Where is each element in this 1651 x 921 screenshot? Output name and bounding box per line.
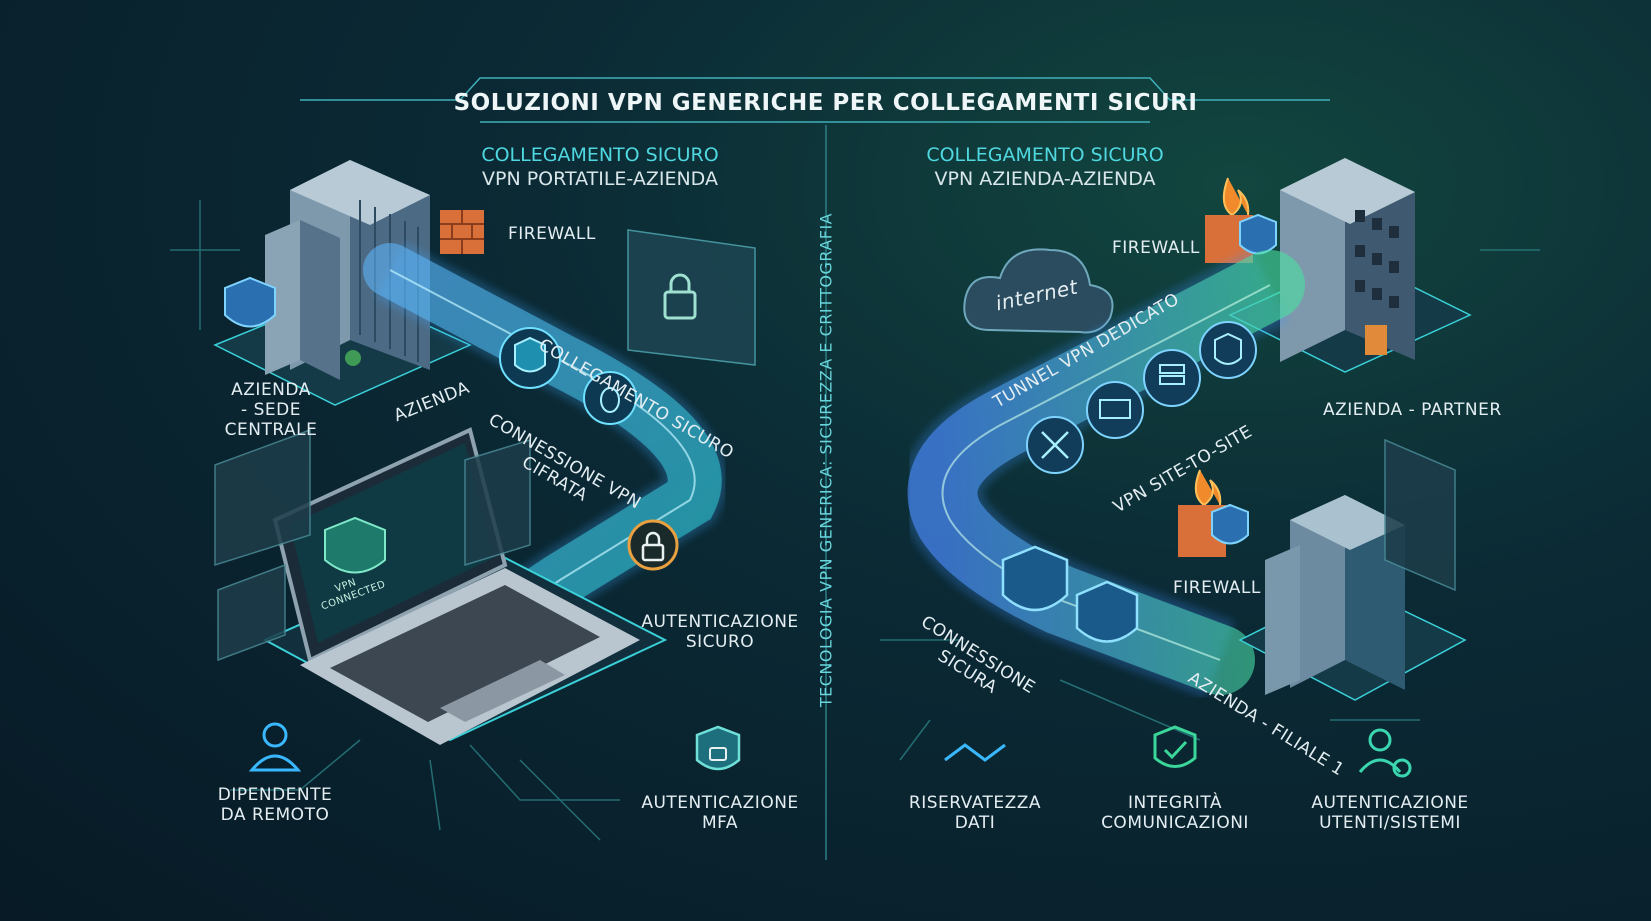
riservatezza-label: RISERVATEZZA DATI — [905, 793, 1045, 833]
right-subtitle: COLLEGAMENTO SICURO VPN AZIENDA-AZIENDA — [880, 143, 1210, 191]
shield-fire-badge-right — [1001, 545, 1069, 612]
firewall-icon-left — [440, 210, 484, 254]
left-subtitle-line2: VPN PORTATILE-AZIENDA — [482, 168, 718, 190]
lock-badge-tube — [627, 519, 679, 571]
auth-label-right: AUTENTICAZIONE UTENTI/SISTEMI — [1305, 793, 1475, 833]
right-subtitle-line2: VPN AZIENDA-AZIENDA — [934, 168, 1156, 190]
handshake-icon — [944, 743, 1006, 762]
vertical-divider-label: TECNOLOGIA VPN GENERICA: SICUREZZA E CRI… — [816, 212, 836, 708]
riservatezza-line2: DATI — [954, 813, 996, 833]
firewall-icon-right-top — [1205, 177, 1277, 263]
hq-building-illustration — [213, 160, 472, 406]
firewall-label-right-bottom: FIREWALL — [1173, 578, 1261, 598]
auth-left-line1: AUTENTICAZIONE — [641, 612, 799, 632]
shield-icon-hq — [224, 276, 276, 328]
shield-check-icon — [1153, 725, 1197, 768]
lock-shield-badge — [1199, 321, 1257, 379]
circuit-lines-right — [880, 249, 1540, 761]
auth-left-line2: SICURO — [685, 632, 755, 652]
partner-label: AZIENDA - PARTNER — [1323, 400, 1502, 420]
integrita-line2: COMUNICAZIONI — [1101, 813, 1249, 833]
title-frame — [300, 77, 1330, 123]
shield-tools-badge — [1075, 580, 1139, 643]
partner-building — [1228, 158, 1472, 373]
laptop-illustration — [262, 427, 668, 745]
hq-label-line1: AZIENDA — [231, 380, 311, 400]
auth-right-line2: UTENTI/SISTEMI — [1319, 813, 1461, 833]
remote-line1: DIPENDENTE — [217, 785, 333, 805]
firewall-icon-right-bottom — [1178, 469, 1249, 557]
hq-label-line2: - SEDE CENTRALE — [224, 400, 318, 440]
user-panel-right — [1384, 438, 1456, 592]
lock-panel-left — [627, 229, 756, 366]
hq-label: AZIENDA - SEDE CENTRALE — [196, 380, 346, 440]
mfa-label: AUTENTICAZIONE MFA — [640, 793, 800, 833]
code-panel-left — [214, 428, 531, 662]
internet-cloud-icon — [963, 248, 1114, 334]
integrita-line1: INTEGRITÀ — [1127, 793, 1223, 813]
firewall-label-left: FIREWALL — [508, 224, 596, 244]
shield-lock-icon-mfa — [695, 725, 741, 771]
right-subtitle-line1: COLLEGAMENTO SICURO — [926, 144, 1164, 166]
network-badge — [1086, 381, 1144, 439]
mfa-line1: AUTENTICAZIONE — [641, 793, 799, 813]
integrita-label: INTEGRITÀ COMUNICAZIONI — [1090, 793, 1260, 833]
left-subtitle-line1: COLLEGAMENTO SICURO — [481, 144, 719, 166]
user-icon-remote — [248, 722, 302, 772]
mfa-line2: MFA — [701, 813, 738, 833]
shield-fire-badge — [499, 327, 561, 389]
auth-right-line1: AUTENTICAZIONE — [1311, 793, 1469, 813]
expand-arrows-badge — [1026, 416, 1084, 474]
user-check-icon — [1358, 728, 1412, 778]
page-title: SOLUZIONI VPN GENERICHE PER COLLEGAMENTI… — [453, 90, 1198, 116]
remote-employee-label: DIPENDENTE DA REMOTO — [205, 785, 345, 825]
vpn-tube-left — [363, 241, 727, 627]
bug-badge — [583, 371, 637, 425]
firewall-label-right-top: FIREWALL — [1112, 238, 1200, 258]
auth-label-left: AUTENTICAZIONE SICURO — [640, 612, 800, 652]
server-badge — [1143, 349, 1201, 407]
left-subtitle: COLLEGAMENTO SICURO VPN PORTATILE-AZIEND… — [430, 143, 770, 191]
riservatezza-line1: RISERVATEZZA — [908, 793, 1042, 813]
circuit-lines-left — [170, 200, 620, 841]
remote-line2: DA REMOTO — [220, 805, 330, 825]
